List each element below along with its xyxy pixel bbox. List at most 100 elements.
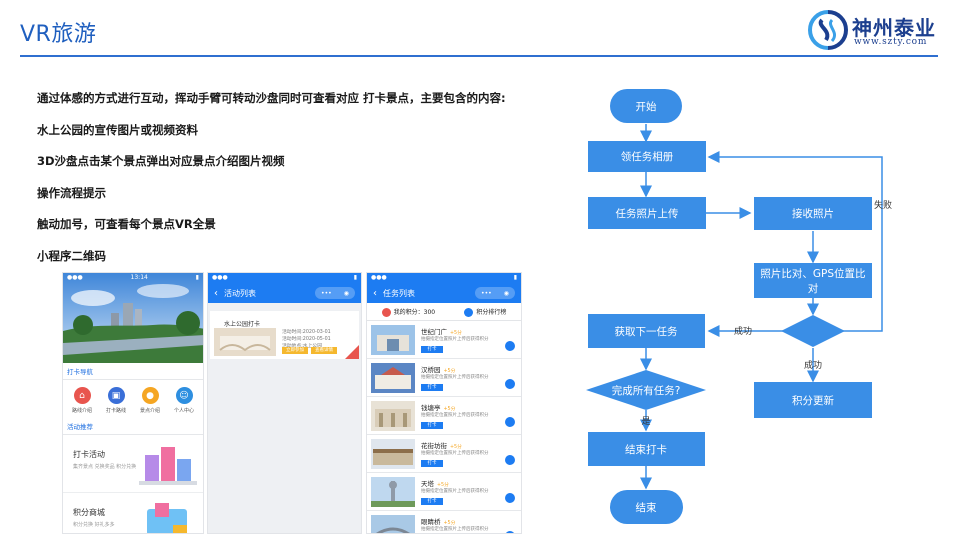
nav-item-label: 景点介绍 <box>139 408 160 414</box>
activity-thumbnail <box>214 328 276 356</box>
flow-node-end <box>610 490 683 524</box>
activity-card-title: 打卡活动 <box>73 450 105 459</box>
spot-name: 汉桥园+5分 <box>421 364 455 374</box>
checkin-tag[interactable]: 打卡 <box>421 384 443 391</box>
feature-description: 通过体感的方式进行互动，挥动手臂可转动沙盘同时可查看对应 打卡景点，主要包含的内… <box>37 90 557 279</box>
battery-icon: ▮ <box>195 274 199 281</box>
flow-edge-label-success: 成功 <box>734 325 752 337</box>
spot-name-text: 汉桥园 <box>421 366 441 374</box>
miniprogram-capsule[interactable]: ••• ◉ <box>475 287 515 299</box>
flow-node-finish-checkin <box>588 432 705 466</box>
checkin-tag[interactable]: 打卡 <box>421 346 443 353</box>
flow-node-update-points <box>754 382 872 418</box>
logo-brand-name: 神州泰业 <box>852 16 936 40</box>
flow-label-accept: 接收照片 <box>792 207 834 220</box>
activity-card-title: 积分商城 <box>73 508 105 517</box>
flow-label-receive: 领任务相册 <box>621 150 674 163</box>
more-icon: ••• <box>481 289 492 297</box>
flow-label-upload: 任务照片上传 <box>616 207 679 220</box>
check-icon[interactable] <box>505 531 515 533</box>
description-item: 3D沙盘点击某个景点弹出对应景点介绍图片视频 <box>37 154 285 168</box>
flow-edge-label-yes: 是 <box>641 416 650 427</box>
activity-meta-line: 活动地点:水上公园 <box>282 343 331 350</box>
nav-item-route-intro[interactable]: ⌂ 路线介绍 <box>67 387 97 414</box>
close-circle-icon: ◉ <box>343 289 349 297</box>
description-item: 操作流程提示 <box>37 185 106 200</box>
page-title: VR旅游 <box>20 22 97 47</box>
flow-label-end: 结束 <box>636 501 657 514</box>
flow-label-compare: 照片比对、GPS位置比 <box>760 267 865 280</box>
spot-name-text: 钱塘亭 <box>421 404 441 412</box>
flow-label-question: 完成所有任务? <box>612 384 681 397</box>
spot-name: 钱塘亭+5分 <box>421 402 455 412</box>
flow-node-receive-album <box>588 141 706 172</box>
description-item: 小程序二维码 <box>37 248 106 263</box>
spot-desc: 拍摄指定位置照片上传后获得积分 <box>421 527 489 532</box>
tab-my-points[interactable]: 我的积分：300 <box>381 307 435 317</box>
spot-name: 眼睛桥+5分 <box>421 516 455 526</box>
back-arrow-icon[interactable]: ‹ <box>373 287 377 299</box>
task-item[interactable]: 眼睛桥+5分 拍摄指定位置照片上传后获得积分 打卡 <box>367 511 521 533</box>
task-item[interactable]: 花街坊街+5分 拍摄指定位置照片上传后获得积分 打卡 <box>367 435 521 473</box>
location-icon: ● <box>141 387 159 404</box>
activity-meta-line: 活动时间:2020-05-01 <box>282 337 331 342</box>
phone-screenshot-home: ●●● 13:14 ▮ 打卡导航 ⌂ 路线介绍 <box>62 272 204 534</box>
activity-meta-line: 活动时间:2020-03-01 <box>282 330 331 335</box>
activity-card[interactable]: 打卡活动 集齐景点 兑换奖品 积分兑换 <box>63 435 203 493</box>
nav-item-profile[interactable]: ☺ 个人中心 <box>169 387 199 414</box>
nav-item-label: 打卡路线 <box>105 408 126 414</box>
company-logo: 神州泰业 www.szty.com <box>808 10 943 50</box>
spot-thumbnail <box>371 439 415 469</box>
flow-label-compare-2: 对 <box>808 282 819 295</box>
task-item[interactable]: 世纪门广+5分 拍摄指定位置照片上传后获得积分 打卡 <box>367 321 521 359</box>
spot-thumbnail <box>371 401 415 431</box>
spot-score: +5分 <box>450 445 462 450</box>
nav-item-spot-intro[interactable]: ● 景点介绍 <box>135 387 165 414</box>
checkin-tag[interactable]: 打卡 <box>421 460 443 467</box>
spot-score: +5分 <box>443 521 456 526</box>
activity-corner-flag <box>345 345 359 359</box>
checkin-tag[interactable]: 打卡 <box>421 498 443 505</box>
back-arrow-icon[interactable]: ‹ <box>214 287 218 299</box>
spot-desc: 拍摄指定位置照片上传后获得积分 <box>421 375 489 380</box>
join-button[interactable]: 立即参加 <box>282 347 308 354</box>
task-item[interactable]: 汉桥园+5分 拍摄指定位置照片上传后获得积分 打卡 <box>367 359 521 397</box>
close-circle-icon: ◉ <box>503 289 509 297</box>
spot-name: 天塔+5分 <box>421 478 449 488</box>
shopping-illustration-icon <box>147 503 187 533</box>
status-bar: ●●●▮ <box>212 274 357 281</box>
status-bar: ●●● 13:14 ▮ <box>63 273 203 283</box>
flow-label-finish: 结束打卡 <box>625 443 667 456</box>
flow-edge-label-fail: 失败 <box>874 199 892 211</box>
spot-score: +5分 <box>443 407 456 412</box>
flow-node-receive-photo <box>754 197 872 230</box>
nav-item-checkin-route[interactable]: ▣ 打卡路线 <box>101 387 131 414</box>
activity-card-subtitle: 积分兑换 好礼多多 <box>73 522 115 528</box>
nav-icon-row: ⌂ 路线介绍 ▣ 打卡路线 ● 景点介绍 ☺ 个人中心 <box>63 380 203 418</box>
checkin-tag[interactable]: 打卡 <box>421 422 443 429</box>
header-divider <box>20 55 938 57</box>
process-flowchart: 开始 领任务相册 任务照片上传 接收照片 照片比对、GPS位置比 对 获取下一任… <box>586 89 892 524</box>
activity-item[interactable]: 水上公园打卡 活动时间:2020-03-01 活动时间:2020-05-01 活… <box>210 311 359 359</box>
check-icon[interactable] <box>505 455 515 465</box>
flow-edge-label-success: 成功 <box>804 359 822 371</box>
home-icon: ⌂ <box>73 387 91 404</box>
task-item[interactable]: 钱塘亭+5分 拍摄指定位置照片上传后获得积分 打卡 <box>367 397 521 435</box>
tab-leaderboard[interactable]: 积分排行榜 <box>464 307 506 317</box>
spot-score: +5分 <box>450 331 462 336</box>
flow-node-next-task <box>588 314 705 348</box>
miniprogram-capsule[interactable]: •••◉ <box>315 287 355 299</box>
spot-desc: 拍摄指定位置照片上传后获得积分 <box>421 451 489 456</box>
activity-card[interactable]: 积分商城 积分兑换 好礼多多 <box>63 493 203 533</box>
description-item: 水上公园的宣传图片或视频资料 <box>37 122 198 137</box>
details-button[interactable]: 查看详情 <box>311 347 337 354</box>
flow-node-start <box>610 89 682 123</box>
check-icon[interactable] <box>505 493 515 503</box>
check-icon[interactable] <box>505 417 515 427</box>
check-icon[interactable] <box>505 341 515 351</box>
task-item[interactable]: 天塔+5分 拍摄指定位置照片上传后获得积分 打卡 <box>367 473 521 511</box>
check-icon[interactable] <box>505 379 515 389</box>
spot-name-text: 花街坊街 <box>421 442 447 450</box>
nav-item-label: 路线介绍 <box>71 408 92 414</box>
status-bar: ●●●▮ <box>371 274 517 281</box>
